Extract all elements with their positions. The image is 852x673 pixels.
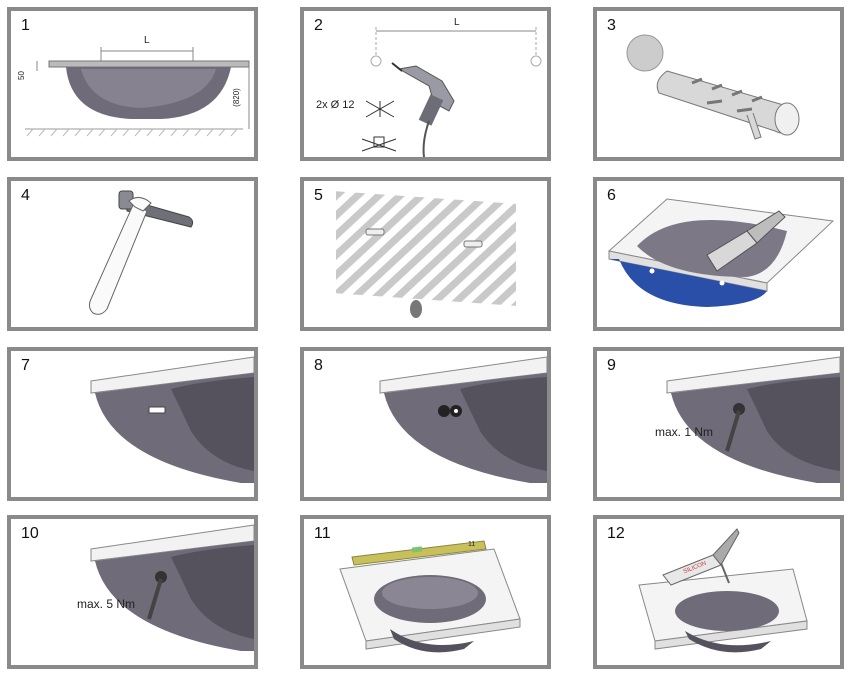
step-8-panel: 8 — [300, 347, 551, 501]
bolt-head-icon — [410, 300, 422, 318]
wall-plug-left-icon — [365, 228, 385, 236]
step-number: 1 — [21, 17, 30, 34]
tighten-1nm-closeup — [666, 356, 840, 483]
step-number: 4 — [21, 187, 30, 204]
wall-plug-diagram — [626, 34, 800, 140]
step-number: 2 — [314, 17, 323, 34]
basin-scraper-diagram — [607, 198, 835, 307]
washer-nut-icon — [438, 405, 462, 417]
step-number: 11 — [314, 525, 331, 542]
mounting-slot-icon — [148, 406, 166, 414]
step-2-panel: 2 L 2x Ø 12 — [300, 7, 551, 161]
torque-label: max. 5 Nm — [77, 597, 136, 611]
basin-level-diagram — [339, 540, 521, 653]
torque-label: max. 1 Nm — [655, 425, 714, 439]
step-6-panel: 6 — [593, 177, 844, 331]
step-number: 10 — [21, 525, 39, 542]
wrench-icon — [147, 571, 167, 620]
step-number: 5 — [314, 187, 323, 204]
wall-plug-right-icon — [463, 240, 483, 248]
step-5-panel: 5 — [300, 177, 551, 331]
wall-mount-diagram — [336, 191, 516, 318]
basin-dimension-diagram — [25, 47, 250, 137]
wrench-icon — [88, 197, 152, 315]
level-mark: 11 — [468, 541, 476, 548]
caulk-gun-icon — [662, 528, 740, 586]
step-3-panel: 3 — [593, 7, 844, 161]
height-label: (820) — [231, 88, 241, 107]
step-number: 3 — [607, 17, 616, 34]
step-12-panel: 12 SILICON — [593, 515, 844, 669]
wrench-bolt-diagram — [88, 190, 194, 315]
wall-area — [336, 191, 516, 306]
wall-plug-cap-icon — [626, 34, 664, 72]
step-number: 9 — [607, 357, 616, 374]
drill-holes-diagram — [361, 27, 542, 157]
step-number: 6 — [607, 187, 616, 204]
drill-size-label: 2x Ø 12 — [316, 99, 355, 111]
no-hammer-icon — [365, 100, 395, 118]
step-10-panel: 10 max. 5 Nm — [7, 515, 258, 669]
step-number: 12 — [607, 525, 625, 542]
basin-washer-closeup — [379, 356, 547, 483]
step-number: 8 — [314, 357, 323, 374]
step-1-panel: 1 L 50 (820) — [7, 7, 258, 161]
length-label: L — [144, 35, 150, 46]
step-11-panel: 11 11 — [300, 515, 551, 669]
depth-label: 50 — [16, 71, 26, 80]
step-7-panel: 7 — [7, 347, 258, 501]
step-9-panel: 9 max. 1 Nm — [593, 347, 844, 501]
wrench-icon — [725, 403, 745, 452]
length-label: L — [454, 17, 460, 28]
tighten-5nm-closeup — [90, 524, 254, 651]
no-impact-icon — [361, 136, 397, 152]
wall-plug-icon — [656, 70, 800, 140]
drill-icon — [391, 62, 455, 157]
spirit-level-icon — [351, 540, 487, 566]
step-4-panel: 4 — [7, 177, 258, 331]
basin-bracket-closeup — [90, 356, 254, 483]
basin-silicone-diagram — [638, 528, 808, 653]
step-number: 7 — [21, 357, 30, 374]
scraper-icon — [706, 210, 786, 272]
